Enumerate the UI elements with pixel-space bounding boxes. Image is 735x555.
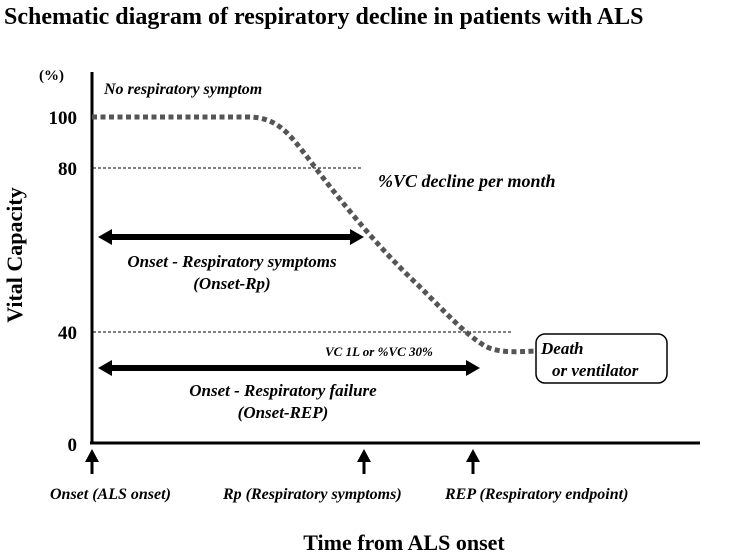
threshold-label: VC 1L or %VC 30% (325, 344, 433, 359)
y-tick-40: 40 (58, 323, 77, 344)
endpoint-label-line1: Death (540, 339, 584, 358)
y-tick-100: 100 (49, 108, 78, 129)
onset-marker-label: Onset (ALS onset) (50, 486, 171, 503)
onset-rp-label-line2: (Onset-Rp) (193, 274, 270, 293)
rep-marker-arrow (466, 449, 480, 474)
onset-rep-label-line2: (Onset-REP) (238, 403, 329, 422)
vital-capacity-decline-curve (92, 114, 536, 355)
onset-rep-arrow-right-head (466, 360, 480, 376)
onset-marker-arrow (85, 449, 99, 474)
onset-rep-label-line1: Onset - Respiratory failure (189, 381, 377, 400)
decline-rate-label: %VC decline per month (378, 171, 556, 191)
y-axis-title: Vital Capacity (2, 187, 27, 322)
onset-rp-label-line1: Onset - Respiratory symptoms (127, 252, 337, 271)
rep-marker-label: REP (Respiratory endpoint) (444, 486, 628, 503)
onset-rp-arrow-right-head (350, 229, 364, 245)
endpoint-box (535, 333, 668, 384)
y-tick-80: 80 (58, 159, 77, 180)
onset-rp-arrow-left-head (98, 229, 112, 245)
y-axis-unit: (%) (39, 68, 64, 84)
x-axis-title: Time from ALS onset (303, 530, 505, 555)
diagram-title: Schematic diagram of respiratory decline… (4, 4, 644, 30)
endpoint-label-line2: or ventilator (552, 361, 639, 380)
no-symptom-label: No respiratory symptom (103, 81, 262, 98)
rp-marker-arrow (357, 449, 371, 474)
y-tick-0: 0 (68, 435, 78, 456)
rp-marker-label: Rp (Respiratory symptoms) (222, 486, 402, 503)
onset-rep-arrow-left-head (98, 360, 112, 376)
